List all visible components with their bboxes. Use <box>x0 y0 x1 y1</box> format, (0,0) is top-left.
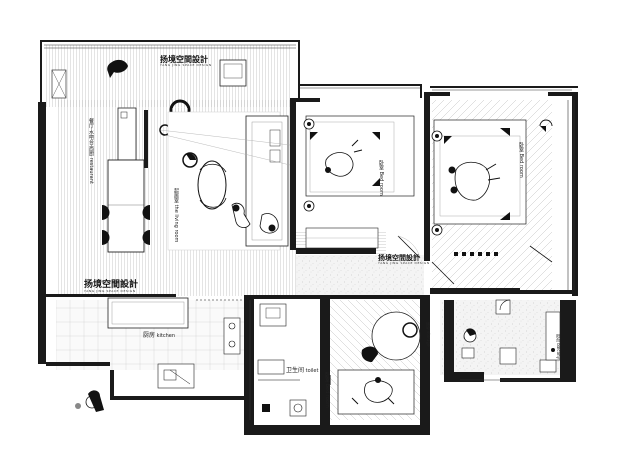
living-area <box>159 111 291 251</box>
bedroom-2-label: 卧室 Bed room <box>518 142 524 178</box>
brand-logo-main: 扬境空間設計 <box>160 54 208 64</box>
bedroom-3-furniture <box>329 311 421 415</box>
windows <box>44 44 575 420</box>
brand-tagline-living: YANG JING SPACE DESIGN <box>84 289 136 293</box>
chair-icon <box>142 205 150 220</box>
brand-tagline-bedroom: YANG JING SPACE DESIGN <box>378 261 430 265</box>
bedroom-2-furniture <box>431 119 553 285</box>
bedroom-1-furniture <box>303 115 421 259</box>
toilet-furniture <box>257 303 307 417</box>
dining-table <box>107 159 145 253</box>
bedroom-3-label: 卧室 Bed room <box>324 372 330 408</box>
living-room-label: 起居室 the living room <box>173 188 179 243</box>
brand-logo-living: 扬境空間設計 <box>84 280 139 290</box>
kitchen-label: 厨房 kitchen <box>143 332 176 339</box>
bedroom-1-label: 卧室 Bed room <box>378 160 384 196</box>
storage-furniture <box>461 299 561 373</box>
chair-icon <box>102 230 110 245</box>
kitchen-furniture <box>75 297 244 412</box>
balcony-label: 阳台 balcony <box>556 334 561 359</box>
chair-icon <box>102 205 110 220</box>
storage-label: 储物 storage <box>426 322 431 347</box>
dog-icon <box>361 346 378 362</box>
person-icon <box>454 161 490 201</box>
brand-tagline-main: YANG JING SPACE DESIGN <box>160 63 212 67</box>
toilet-label: 卫生间 toilet <box>286 367 319 374</box>
walls <box>38 40 578 435</box>
chair-icon <box>142 230 150 245</box>
brand-logo-bedroom: 扬境空間設計 <box>378 253 420 262</box>
restaurant-label: 餐厅·水吧台·西厨 restaurant <box>88 118 94 184</box>
dog-icon <box>107 59 128 78</box>
